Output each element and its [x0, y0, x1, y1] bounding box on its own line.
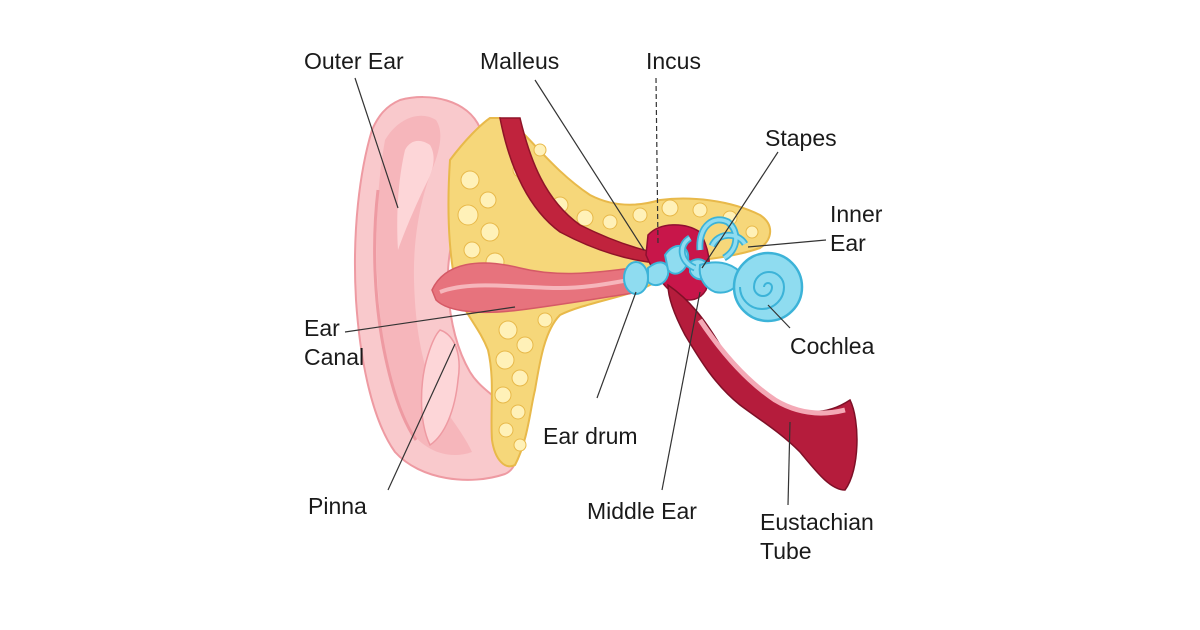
label-malleus: Malleus	[480, 48, 560, 74]
leader-incus	[655, 77, 659, 246]
label-ear-drum: Ear drum	[543, 423, 638, 449]
label-stapes: Stapes	[765, 125, 837, 151]
leader-eustachian-tube	[787, 421, 791, 506]
semicircular-canals-fill-shape	[680, 218, 747, 270]
label-cochlea: Cochlea	[790, 333, 875, 359]
leader-ear-canal	[344, 306, 516, 333]
label-ear-canal-line1: Ear	[304, 315, 340, 341]
label-ear-canal-line2: Canal	[304, 344, 365, 370]
leader-malleus	[534, 79, 645, 251]
leader-pinna	[387, 343, 456, 491]
eustachian-tube-highlight-shape	[697, 318, 846, 416]
label-pinna: Pinna	[308, 493, 367, 519]
leader-lines	[344, 77, 827, 506]
ear-canal-highlight-shape	[439, 278, 631, 294]
leader-inner-ear	[747, 239, 827, 248]
cochlea-shape	[732, 251, 804, 323]
leader-cochlea	[767, 304, 791, 329]
leader-outer-ear	[354, 77, 399, 209]
label-outer-ear: Outer Ear	[304, 48, 404, 74]
leader-ear-drum	[596, 291, 637, 399]
label-inner-ear-line1: Inner	[830, 201, 883, 227]
label-inner-ear-line2: Ear	[830, 230, 866, 256]
label-middle-ear: Middle Ear	[587, 498, 697, 524]
label-incus: Incus	[646, 48, 701, 74]
leader-stapes	[701, 151, 779, 269]
label-eustachian-tube-line2: Tube	[760, 538, 812, 564]
label-eustachian-tube-line1: Eustachian	[760, 509, 874, 535]
leader-middle-ear	[661, 291, 701, 491]
